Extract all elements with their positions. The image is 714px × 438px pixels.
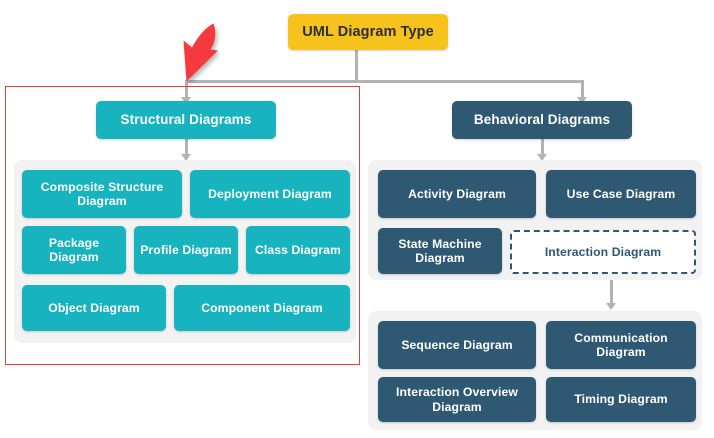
connector-to-behavioral: [581, 80, 584, 100]
node-use-case-diagram[interactable]: Use Case Diagram: [546, 170, 696, 218]
node-state-machine-diagram-label: State Machine Diagram: [398, 236, 482, 265]
arrowhead-structural-panel: [181, 154, 191, 161]
arrowhead-behavioral-panel: [537, 154, 547, 161]
branch-head-behavioral-diagrams[interactable]: Behavioral Diagrams: [452, 101, 632, 139]
arrowhead-structural: [181, 97, 191, 104]
branch-head-behavioral-label: Behavioral Diagrams: [473, 112, 611, 128]
node-activity-diagram-label: Activity Diagram: [408, 186, 506, 201]
node-interaction-overview-diagram[interactable]: Interaction Overview Diagram: [378, 377, 536, 422]
node-profile-diagram[interactable]: Profile Diagram: [134, 226, 238, 274]
node-interaction-diagram-label: Interaction Diagram: [544, 244, 662, 259]
node-object-diagram[interactable]: Object Diagram: [22, 285, 166, 331]
branch-head-structural-diagrams[interactable]: Structural Diagrams: [96, 101, 276, 139]
node-composite-structure-diagram[interactable]: Composite Structure Diagram: [22, 170, 182, 218]
node-component-diagram-label: Component Diagram: [201, 300, 323, 315]
connector-root-stem: [355, 50, 358, 82]
node-activity-diagram[interactable]: Activity Diagram: [378, 170, 536, 218]
node-sequence-diagram-label: Sequence Diagram: [401, 337, 513, 352]
arrowhead-behavioral: [577, 97, 587, 104]
connector-behavioral-to-panel: [541, 139, 544, 157]
node-profile-diagram-label: Profile Diagram: [140, 242, 232, 257]
node-timing-diagram-label: Timing Diagram: [574, 392, 668, 407]
node-object-diagram-label: Object Diagram: [48, 300, 140, 315]
connector-structural-to-panel: [185, 139, 188, 157]
node-interaction-diagram[interactable]: Interaction Diagram: [510, 230, 696, 274]
node-use-case-diagram-label: Use Case Diagram: [566, 186, 676, 201]
connector-horizontal-bus: [186, 80, 583, 83]
node-communication-diagram-label: Communication Diagram: [574, 330, 668, 359]
node-package-diagram[interactable]: Package Diagram: [22, 226, 126, 274]
node-class-diagram[interactable]: Class Diagram: [246, 226, 350, 274]
node-component-diagram[interactable]: Component Diagram: [174, 285, 350, 331]
root-node-uml-diagram-type[interactable]: UML Diagram Type: [288, 14, 448, 50]
node-interaction-overview-diagram-label: Interaction Overview Diagram: [396, 385, 518, 414]
connector-interaction-to-subpanel: [610, 278, 613, 306]
red-cursor-arrow: [183, 23, 218, 82]
node-state-machine-diagram[interactable]: State Machine Diagram: [378, 228, 502, 274]
node-package-diagram-label: Package Diagram: [48, 235, 100, 264]
branch-head-structural-label: Structural Diagrams: [120, 112, 252, 128]
connector-to-structural: [185, 80, 188, 100]
root-node-label: UML Diagram Type: [302, 23, 434, 40]
node-timing-diagram[interactable]: Timing Diagram: [546, 377, 696, 422]
arrowhead-interaction-subpanel: [606, 303, 616, 310]
node-sequence-diagram[interactable]: Sequence Diagram: [378, 321, 536, 369]
node-class-diagram-label: Class Diagram: [255, 242, 341, 257]
node-deployment-diagram[interactable]: Deployment Diagram: [190, 170, 350, 218]
node-deployment-diagram-label: Deployment Diagram: [208, 186, 332, 201]
node-communication-diagram[interactable]: Communication Diagram: [546, 321, 696, 369]
node-composite-structure-diagram-label: Composite Structure Diagram: [40, 179, 164, 208]
